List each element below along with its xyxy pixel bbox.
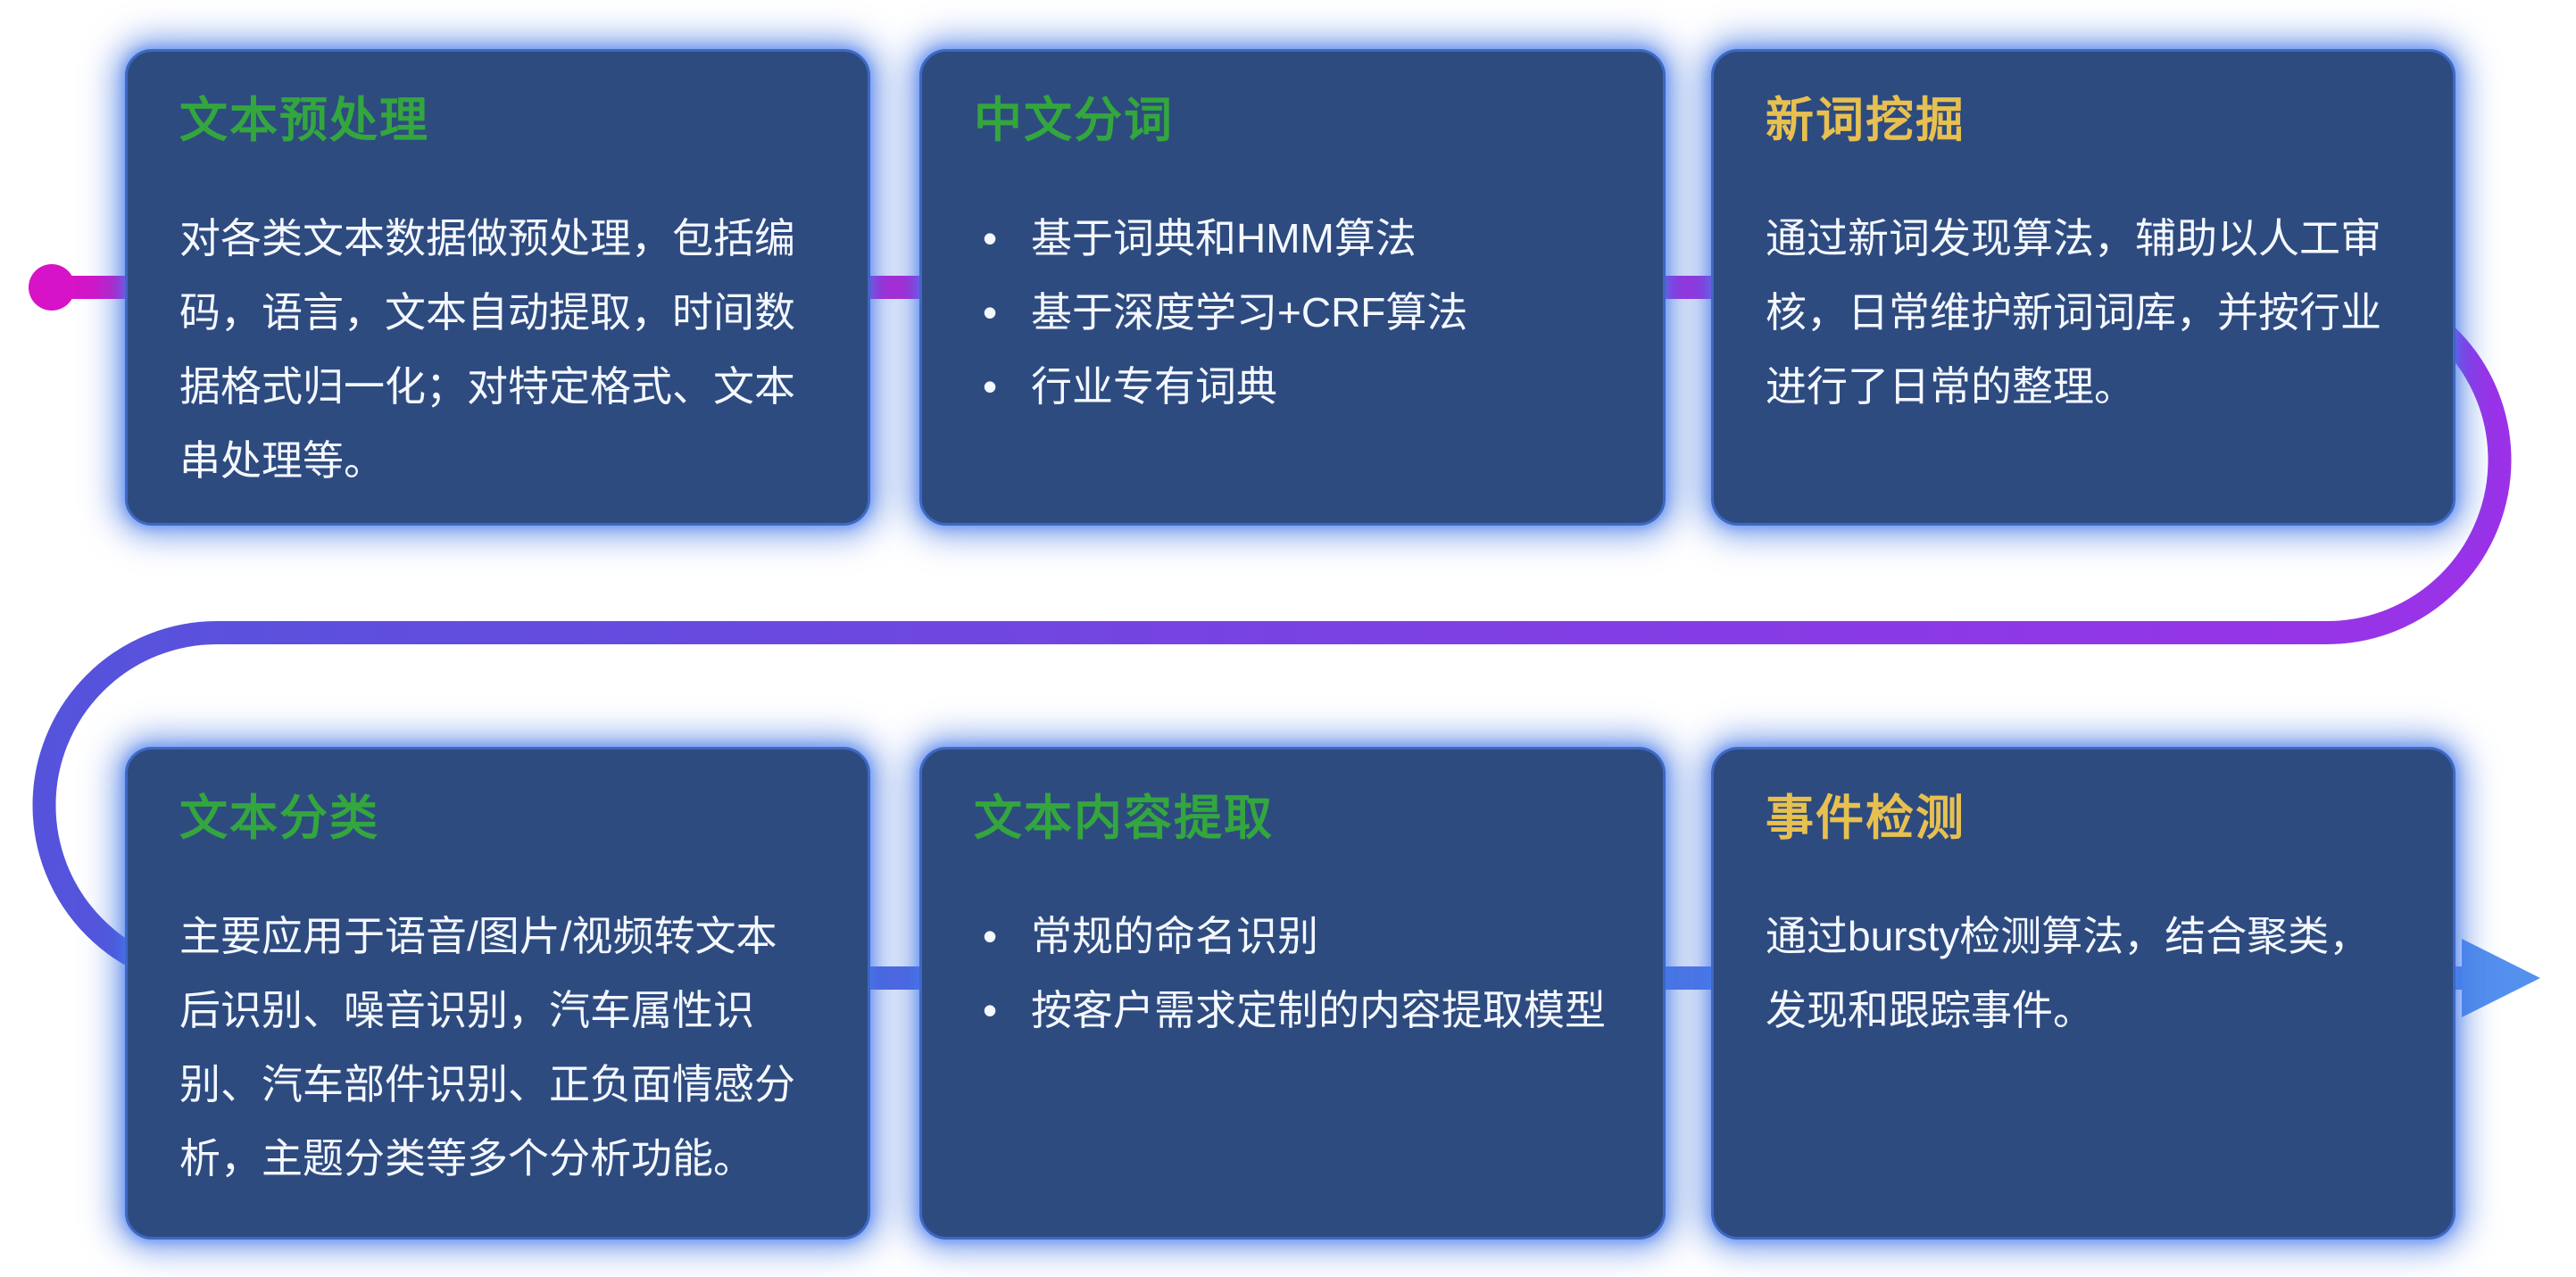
card-chinese-word-segmentation: 中文分词 基于词典和HMM算法 基于深度学习+CRF算法 行业专有词典 [919, 49, 1666, 526]
card-body-text: 通过新词发现算法，辅助以人工审核，日常维护新词词库，并按行业进行了日常的整理。 [1766, 215, 2381, 410]
card-title: 中文分词 [974, 94, 1174, 147]
bullet-item: 基于深度学习+CRF算法 [974, 276, 1611, 350]
card-new-word-mining: 新词挖掘 通过新词发现算法，辅助以人工审核，日常维护新词词库，并按行业进行了日常… [1711, 49, 2456, 526]
bullet-item: 按客户需求定制的内容提取模型 [974, 974, 1611, 1048]
card-bullet-list: 基于词典和HMM算法 基于深度学习+CRF算法 行业专有词典 [974, 202, 1611, 424]
card-title: 文本内容提取 [974, 792, 1274, 845]
card-text-classification: 文本分类 主要应用于语音/图片/视频转文本后识别、噪音识别，汽车属性识别、汽车部… [125, 747, 870, 1240]
card-text-preprocessing: 文本预处理 对各类文本数据做预处理，包括编码，语言，文本自动提取，时间数据格式归… [125, 49, 870, 526]
card-text-content-extraction: 文本内容提取 常规的命名识别 按客户需求定制的内容提取模型 [919, 747, 1666, 1240]
card-title: 事件检测 [1766, 792, 1965, 845]
flow-segment-middle [32, 460, 2512, 806]
bullet-item: 常规的命名识别 [974, 900, 1611, 974]
flow-start-dot-icon [29, 264, 75, 311]
card-bullet-list: 常规的命名识别 按客户需求定制的内容提取模型 [974, 900, 1611, 1048]
bullet-item: 基于词典和HMM算法 [974, 202, 1611, 276]
bullet-item: 行业专有词典 [974, 350, 1611, 424]
card-title: 文本分类 [179, 792, 379, 845]
flow-end-arrow-icon [2462, 939, 2540, 1017]
card-body-text: 通过bursty检测算法，结合聚类，发现和跟踪事件。 [1766, 913, 2371, 1033]
card-body-text: 主要应用于语音/图片/视频转文本后识别、噪音识别，汽车属性识别、汽车部件识别、正… [179, 913, 795, 1182]
card-title: 新词挖掘 [1766, 94, 1965, 147]
card-title: 文本预处理 [179, 94, 429, 147]
card-event-detection: 事件检测 通过bursty检测算法，结合聚类，发现和跟踪事件。 [1711, 747, 2456, 1240]
card-body-text: 对各类文本数据做预处理，包括编码，语言，文本自动提取，时间数据格式归一化；对特定… [179, 215, 795, 484]
